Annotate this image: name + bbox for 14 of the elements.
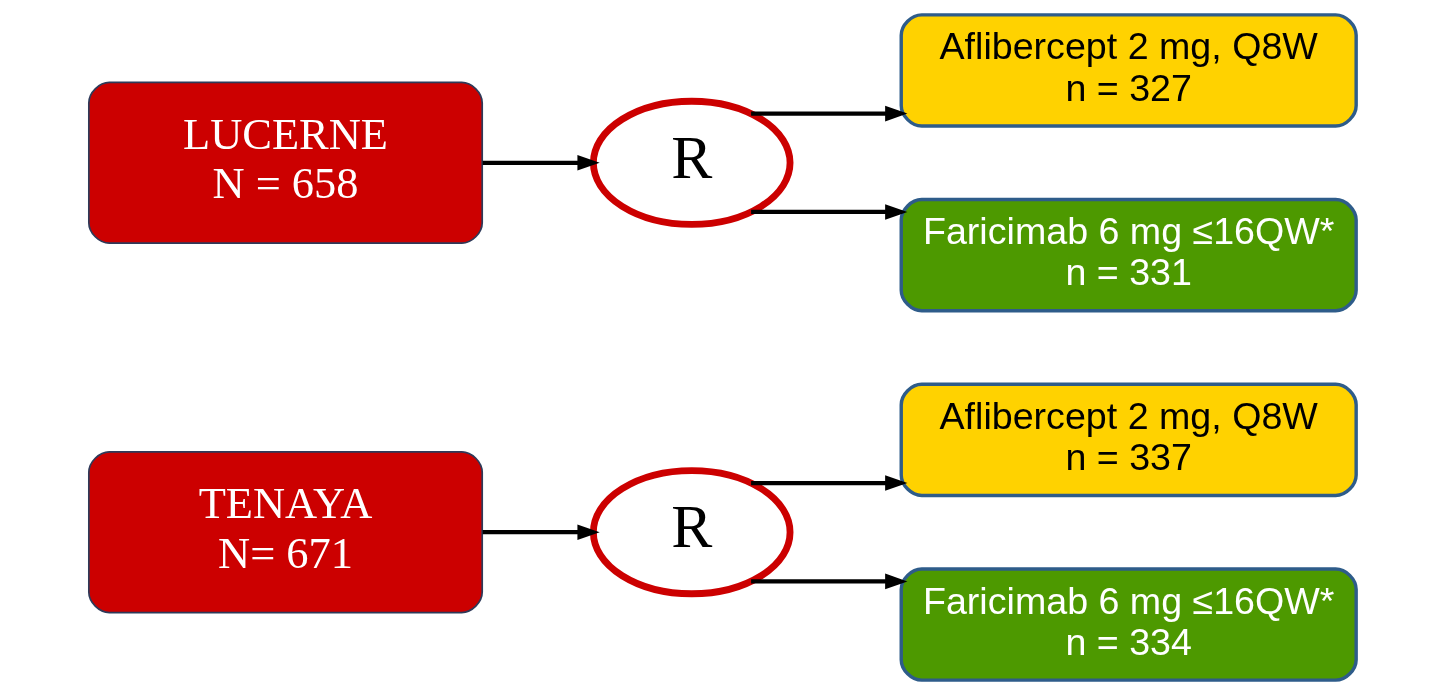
- arrow: [751, 204, 908, 220]
- node-ellipse: R: [589, 467, 794, 598]
- node-box: Faricimab 6 mg ≤16QW* n = 331: [899, 197, 1358, 313]
- node-box: Faricimab 6 mg ≤16QW* n = 334: [899, 567, 1358, 682]
- arrow: [751, 573, 908, 590]
- node-box: TENAYA N= 671: [88, 450, 484, 614]
- arrow: [751, 105, 908, 122]
- node-box: LUCERNE N = 658: [88, 81, 484, 245]
- arrow: [751, 475, 908, 491]
- node-box: Aflibercept 2 mg, Q8W n = 327: [899, 13, 1358, 128]
- node-ellipse: R: [589, 97, 794, 228]
- arrow: [482, 155, 600, 171]
- arrow: [482, 524, 600, 540]
- node-box: Aflibercept 2 mg, Q8W n = 337: [899, 382, 1358, 498]
